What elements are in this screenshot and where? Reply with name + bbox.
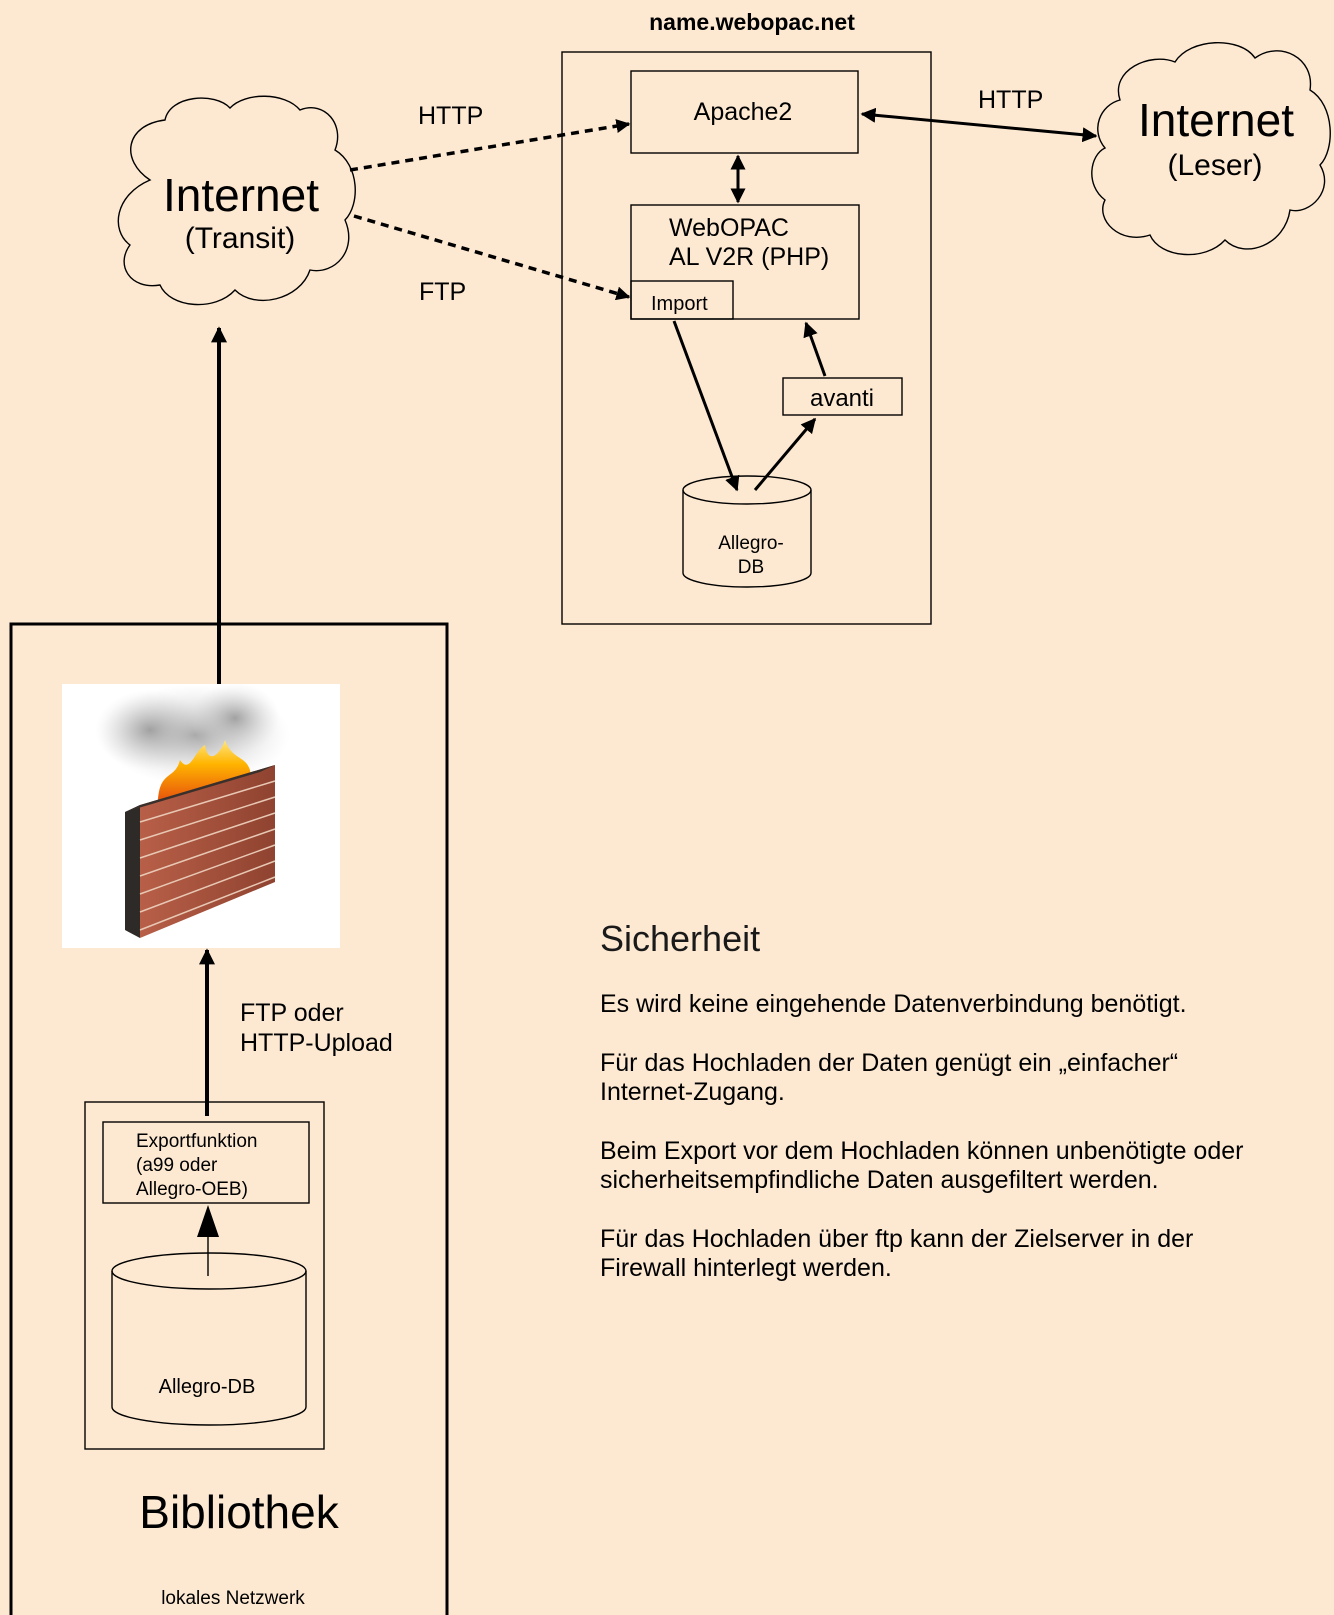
- transit-ftp-label: FTP: [419, 278, 466, 306]
- security-p1: Es wird keine eingehende Datenverbindung…: [600, 990, 1187, 1018]
- upload-label-line1: FTP oder: [240, 999, 344, 1027]
- db-to-export-arrowhead: [197, 1205, 219, 1237]
- server-db-label-line1: Allegro-: [718, 533, 783, 554]
- security-p2-line2: Internet-Zugang.: [600, 1078, 785, 1106]
- reader-http-label: HTTP: [978, 86, 1043, 114]
- import-box: [630, 280, 734, 320]
- library-db-label: Allegro-DB: [159, 1376, 256, 1398]
- security-p3-line1: Beim Export vor dem Hochladen können unb…: [600, 1137, 1243, 1165]
- db-to-avanti-arrow: [753, 417, 817, 491]
- webopac-label-line1: WebOPAC: [669, 214, 789, 242]
- server-allegro-db-cylinder: [682, 475, 812, 588]
- server-db-label-line2: DB: [738, 557, 764, 578]
- library-title: Bibliothek: [139, 1486, 339, 1538]
- cloud-transit-subtitle: (Transit): [185, 222, 296, 255]
- export-box: [102, 1121, 310, 1204]
- cloud-reader-title: Internet: [1138, 94, 1294, 146]
- local-system-box: [84, 1101, 325, 1450]
- apache-label: Apache2: [694, 98, 793, 126]
- export-label-line1: Exportfunktion: [136, 1131, 257, 1152]
- webopac-box: [630, 204, 860, 320]
- import-label: Import: [651, 293, 708, 315]
- security-p4-line1: Für das Hochladen über ftp kann der Ziel…: [600, 1225, 1193, 1253]
- server-frame: [561, 51, 932, 625]
- apache-box: [630, 70, 859, 154]
- export-label-line2: (a99 oder: [136, 1155, 218, 1176]
- upload-label-line2: HTTP-Upload: [240, 1029, 393, 1057]
- import-to-db-arrow: [672, 320, 740, 492]
- cloud-reader-subtitle: (Leser): [1167, 149, 1262, 182]
- security-heading: Sicherheit: [600, 918, 760, 959]
- transit-ftp-dashed-arrow: [353, 214, 631, 301]
- transit-http-dashed-arrow: [349, 119, 631, 172]
- cloud-reader-icon: [1091, 41, 1331, 256]
- library-allegro-db-cylinder: [111, 1252, 307, 1426]
- avanti-box: [782, 377, 903, 416]
- security-p4-line2: Firewall hinterlegt werden.: [600, 1254, 892, 1282]
- library-footer: lokales Netzwerk: [161, 1588, 305, 1609]
- avanti-label: avanti: [810, 385, 874, 412]
- avanti-to-webopac-arrow: [803, 321, 827, 377]
- library-frame: [9, 622, 449, 1615]
- transit-http-label: HTTP: [418, 102, 483, 130]
- export-label-line3: Allegro-OEB): [136, 1179, 248, 1200]
- cloud-transit-icon: [117, 95, 356, 306]
- cloud-transit-title: Internet: [163, 169, 319, 221]
- burning-firewall-icon: [62, 683, 340, 948]
- security-p3-line2: sicherheitsempfindliche Daten ausgefilte…: [600, 1166, 1159, 1194]
- server-title: name.webopac.net: [649, 9, 855, 35]
- webopac-label-line2: AL V2R (PHP): [669, 243, 829, 271]
- security-p2-line1: Für das Hochladen der Daten genügt ein „…: [600, 1049, 1178, 1077]
- reader-http-arrow: [860, 107, 1098, 143]
